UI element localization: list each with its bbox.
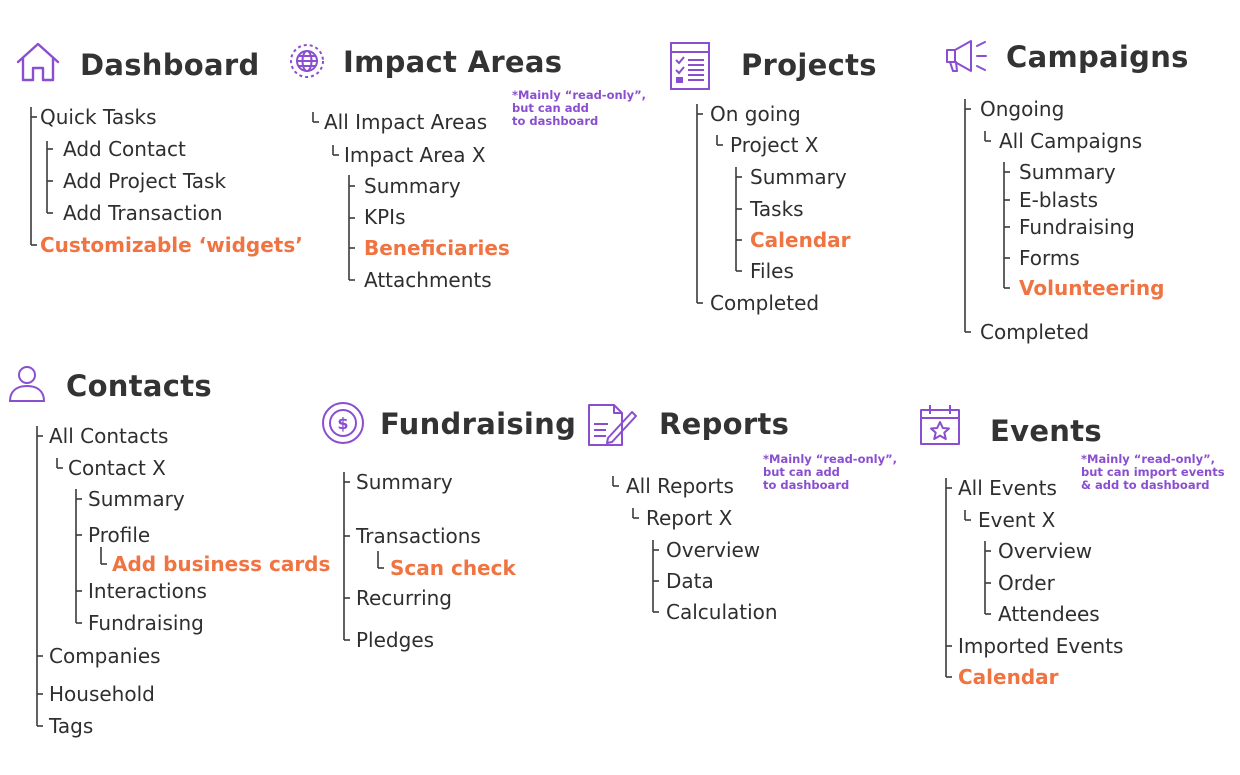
campaigns-item-volunteering[interactable]: Volunteering <box>1019 276 1165 300</box>
reports-item-calculation[interactable]: Calculation <box>666 600 778 624</box>
campaigns-item-summary[interactable]: Summary <box>1019 160 1116 184</box>
events-item-attendees[interactable]: Attendees <box>998 602 1100 626</box>
campaigns-item-ongoing[interactable]: Ongoing <box>980 97 1065 121</box>
impact-item-summary[interactable]: Summary <box>364 174 461 198</box>
reports-note: *Mainly “read-only”, but can add to dash… <box>763 452 898 492</box>
fundraising-title: Fundraising <box>380 407 577 441</box>
contacts-item-all-contacts[interactable]: All Contacts <box>49 424 169 448</box>
report-pen-icon <box>588 404 637 446</box>
campaigns-item-all-campaigns[interactable]: All Campaigns <box>999 129 1143 153</box>
fundraising-item-scan-check[interactable]: Scan check <box>390 556 516 580</box>
events-item-imported-events[interactable]: Imported Events <box>958 634 1124 658</box>
checklist-icon <box>670 42 710 90</box>
projects-item-on-going[interactable]: On going <box>710 102 801 126</box>
events-item-calendar[interactable]: Calendar <box>958 665 1059 689</box>
dashboard-item-quick-tasks[interactable]: Quick Tasks <box>40 105 157 129</box>
fundraising-item-summary[interactable]: Summary <box>356 470 453 494</box>
impact-item-kpis[interactable]: KPIs <box>364 205 406 229</box>
fundraising-item-transactions[interactable]: Transactions <box>356 524 481 548</box>
home-icon <box>16 42 60 82</box>
contacts-item-interactions[interactable]: Interactions <box>88 579 207 603</box>
projects-item-completed[interactable]: Completed <box>710 291 820 315</box>
dollar-coin-icon: $ <box>322 402 364 444</box>
person-icon <box>8 366 46 402</box>
contacts-item-profile[interactable]: Profile <box>88 523 151 547</box>
campaigns-title: Campaigns <box>1006 40 1189 74</box>
impact-item-beneficiaries[interactable]: Beneficiaries <box>364 236 510 260</box>
reports-item-overview[interactable]: Overview <box>666 538 761 562</box>
dashboard-item-add-transaction[interactable]: Add Transaction <box>63 201 223 225</box>
events-item-all-events[interactable]: All Events <box>958 476 1057 500</box>
projects-title: Projects <box>741 48 877 82</box>
globe-icon <box>290 44 324 78</box>
contacts-item-contact-x[interactable]: Contact X <box>68 456 166 480</box>
impact-item-attachments[interactable]: Attachments <box>364 268 492 292</box>
svg-text:$: $ <box>337 414 348 433</box>
fundraising-item-recurring[interactable]: Recurring <box>356 586 452 610</box>
contacts-item-companies[interactable]: Companies <box>49 644 161 668</box>
projects-item-files[interactable]: Files <box>750 259 794 283</box>
events-title: Events <box>990 414 1102 448</box>
impact-areas-note: *Mainly “read-only”, but can add to dash… <box>512 88 647 128</box>
reports-title: Reports <box>659 407 790 441</box>
contacts-item-household[interactable]: Household <box>49 682 155 706</box>
contacts-item-summary[interactable]: Summary <box>88 487 185 511</box>
megaphone-icon <box>946 40 987 72</box>
contacts-item-fundraising[interactable]: Fundraising <box>88 611 204 635</box>
projects-item-calendar[interactable]: Calendar <box>750 228 851 252</box>
campaigns-item-fundraising[interactable]: Fundraising <box>1019 215 1135 239</box>
dashboard-item-add-contact[interactable]: Add Contact <box>63 137 186 161</box>
calendar-star-icon <box>920 405 960 445</box>
events-item-overview[interactable]: Overview <box>998 539 1093 563</box>
impact-areas-title: Impact Areas <box>343 45 563 79</box>
events-item-order[interactable]: Order <box>998 571 1055 595</box>
impact-item-impact-area-x[interactable]: Impact Area X <box>344 143 486 167</box>
projects-item-tasks[interactable]: Tasks <box>750 197 804 221</box>
fundraising-item-pledges[interactable]: Pledges <box>356 628 435 652</box>
dashboard-item-customizable-widgets[interactable]: Customizable ‘widgets’ <box>40 233 303 257</box>
reports-item-report-x[interactable]: Report X <box>646 506 733 530</box>
campaigns-item-forms[interactable]: Forms <box>1019 246 1080 270</box>
reports-item-data[interactable]: Data <box>666 569 714 593</box>
projects-item-summary[interactable]: Summary <box>750 165 847 189</box>
contacts-item-tags[interactable]: Tags <box>49 714 94 738</box>
events-item-event-x[interactable]: Event X <box>978 508 1056 532</box>
projects-item-project-x[interactable]: Project X <box>730 133 819 157</box>
campaigns-item-e-blasts[interactable]: E-blasts <box>1019 188 1099 212</box>
contacts-title: Contacts <box>66 369 212 403</box>
dashboard-item-add-project-task[interactable]: Add Project Task <box>63 169 227 193</box>
impact-item-all-impact-areas[interactable]: All Impact Areas <box>324 110 488 134</box>
reports-item-all-reports[interactable]: All Reports <box>626 474 734 498</box>
contacts-item-add-business-cards[interactable]: Add business cards <box>112 552 331 576</box>
dashboard-title: Dashboard <box>80 48 260 82</box>
campaigns-item-completed[interactable]: Completed <box>980 320 1090 344</box>
events-note: *Mainly “read-only”, but can import even… <box>1081 452 1225 492</box>
